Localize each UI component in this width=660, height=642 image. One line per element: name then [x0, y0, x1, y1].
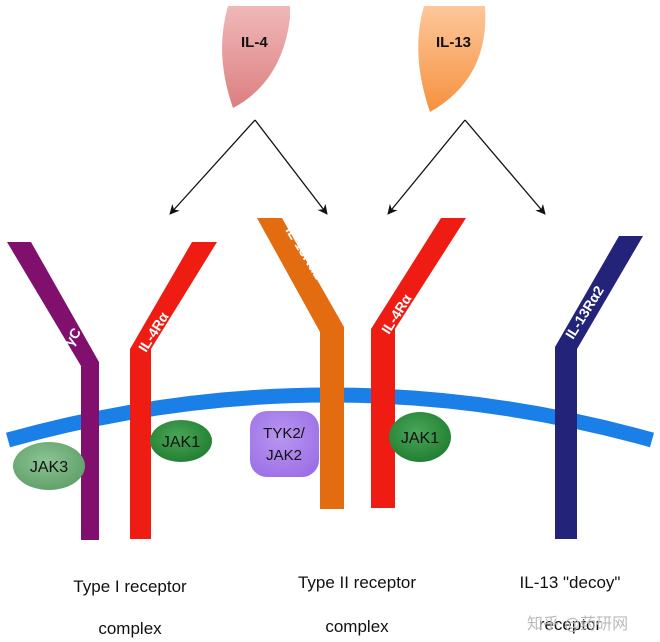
il4-label: IL-4	[241, 34, 268, 51]
il4ra-type1-receptor	[130, 242, 217, 539]
jak3-label: JAK3	[30, 459, 68, 476]
il13-label: IL-13	[436, 34, 471, 51]
jak1-type1-label: JAK1	[162, 434, 200, 451]
jak1-type2-label: JAK1	[401, 430, 439, 447]
jak1-kinase-type1	[150, 420, 212, 462]
jak3-kinase	[13, 442, 85, 490]
type1-caption-line1: Type I receptor	[73, 577, 187, 596]
arrow-il4-to-type1	[169, 119, 256, 215]
il13-ligand	[418, 6, 486, 112]
arrow-il4-to-type2	[254, 119, 328, 215]
jak2-label: JAK2	[266, 447, 302, 464]
arrow-il13-to-decoy	[464, 119, 546, 215]
decoy-caption-line2: receptor	[538, 615, 602, 634]
jak1-kinase-type2	[389, 412, 451, 462]
tyk2-label: TYK2/	[263, 425, 306, 442]
decoy-caption-line1: IL-13 "decoy"	[519, 573, 621, 592]
tyk2-jak2-kinase	[250, 411, 319, 477]
type2-caption-line1: Type II receptor	[297, 573, 417, 592]
il4ra-type2-receptor	[371, 218, 466, 508]
il13ra1-receptor	[257, 218, 344, 509]
il13ra2-receptor	[555, 236, 643, 539]
arrow-il13-to-type2	[387, 119, 466, 215]
type1-caption-line2: complex	[98, 619, 162, 638]
il4-ligand	[222, 6, 290, 108]
gamma-c-receptor	[7, 242, 99, 540]
type2-caption-line2: complex	[325, 617, 389, 636]
watermark-text: 知乎 @药研网	[527, 614, 629, 633]
